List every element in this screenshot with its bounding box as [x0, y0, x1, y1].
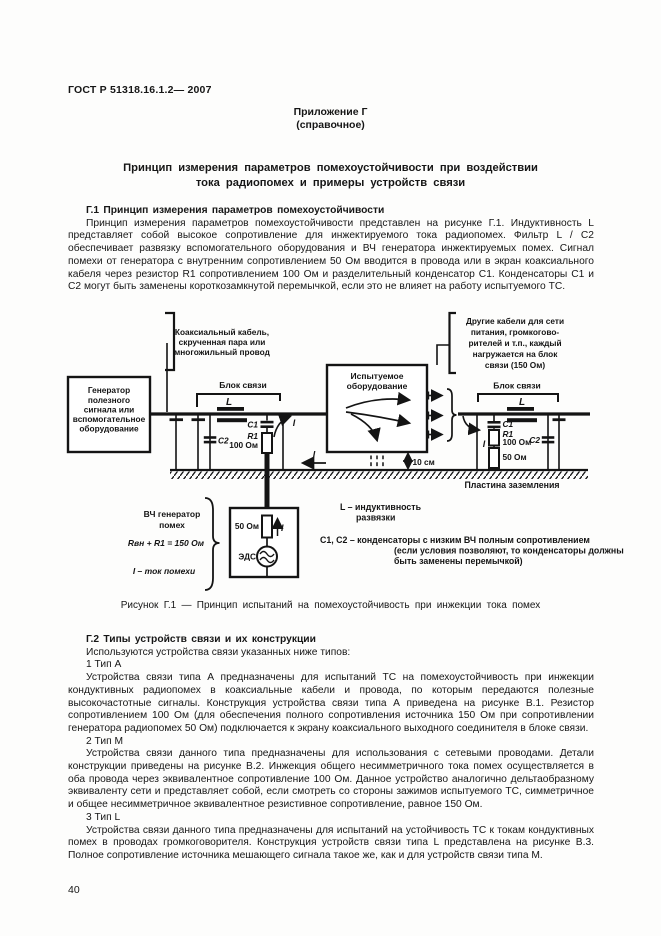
section-g2-heading: Г.2 Типы устройств связи и их конструкци… — [86, 634, 316, 645]
eut-label-1: Испытуемое — [351, 371, 404, 381]
other-cables-callout: Другие кабели для сети питания, громкого… — [436, 311, 564, 375]
hf-generator-box: 50 Ом ЭДС I — [228, 506, 300, 579]
hf-generator-annotation: ВЧ генератор помех Rвн + R1 = 150 Ом I –… — [128, 497, 220, 591]
return-current-label: I — [313, 450, 316, 460]
capacitor-c1-right-label: C1 — [503, 419, 514, 429]
capacitor-c1-left-label: C1 — [247, 420, 258, 430]
generator-label-5: оборудование — [79, 424, 139, 434]
cable-label-1: Коаксиальный кабель, — [175, 327, 269, 337]
other-cables-label-4: нагружается на блок — [473, 349, 559, 359]
ground-plane: Пластина заземления — [170, 468, 588, 490]
ground-plane-label: Пластина заземления — [464, 480, 559, 490]
coupling-right-label: Блок связи — [493, 381, 540, 391]
type-m-label: 2 Тип М — [86, 735, 124, 747]
resistor-r1-right-label: R1 — [503, 429, 514, 439]
coupling-network-left: Блок связи L C2 C1 R1 100 Ом I — [169, 380, 296, 516]
other-cables-label-3: рителей и т.п., каждый — [468, 338, 561, 348]
generator-label-4: вспомогательное — [73, 414, 146, 424]
type-a-label: 1 Тип А — [86, 659, 122, 671]
type-l-label: 3 Тип L — [86, 811, 121, 823]
coupling-left-label: Блок связи — [219, 380, 266, 390]
legend-capacitors-1: С1, С2 – конденсаторы с низким ВЧ полным… — [320, 535, 590, 545]
doc-number: ГОСТ Р 51318.16.1.2— 2007 — [68, 84, 212, 96]
section-g1: Г.1 Принцип измерения параметров помехоу… — [68, 205, 594, 294]
gen-current-label: I — [281, 523, 284, 533]
generator-label-3: сигнала или — [84, 405, 134, 415]
emf-source-label: ЭДС — [238, 552, 256, 562]
height-dimension-label: 10 см — [413, 457, 435, 467]
inductor-right-label: L — [519, 397, 525, 408]
hf-current-label: I – ток помехи — [133, 566, 196, 576]
current-arrow-left-label: I — [293, 418, 296, 428]
section-g2-intro: Используются устройства связи указанных … — [86, 646, 351, 658]
legend-capacitors-3: быть заменены перемычкой) — [394, 556, 523, 566]
capacitor-c2-right-label: C2 — [529, 435, 540, 445]
resistor-50ohm-right-label: 50 Ом — [503, 452, 527, 462]
capacitor-c2-left-label: C2 — [218, 436, 229, 446]
current-arrow-right-label: I — [483, 439, 486, 449]
legend-inductance-1: L – индуктивность — [340, 502, 422, 512]
legend-capacitors-2: (если условия позволяют, то конденсаторы… — [394, 546, 624, 556]
hf-sum-label: Rвн + R1 = 150 Ом — [128, 538, 205, 548]
signal-generator-box: Генератор полезного сигнала или вспомога… — [66, 375, 152, 454]
other-cables-label-2: питания, громкогово- — [471, 327, 560, 337]
eut-exit-arrows — [427, 388, 457, 442]
type-l-paragraph: Устройства связи данного типа предназнач… — [68, 824, 594, 861]
eut-label-2: оборудование — [347, 381, 408, 391]
figure-caption: Рисунок Г.1 — Принцип испытаний на помех… — [120, 600, 541, 611]
cable-label-2: скрученная пара или — [179, 337, 266, 347]
section-g1-heading: Г.1 Принцип измерения параметров помехоу… — [86, 205, 385, 216]
inductor-left-label: L — [226, 397, 232, 408]
section-g2: Г.2 Типы устройств связи и их конструкци… — [68, 634, 594, 863]
hf-generator-label-1: ВЧ генератор — [144, 509, 201, 519]
height-dimension: 10 см — [370, 451, 435, 471]
cable-callout: Коаксиальный кабель, скрученная пара или… — [165, 311, 271, 412]
cable-label-3: многожильный провод — [174, 347, 270, 357]
page-number: 40 — [68, 884, 80, 896]
figure-g1-diagram: Пластина заземления Генератор полезного … — [66, 311, 624, 591]
generator-label-1: Генератор — [88, 385, 130, 395]
coupling-network-right: Блок связи L I C1 R1 100 Ом 50 Ом C2 — [462, 381, 566, 470]
annex-kind: (справочное) — [296, 119, 365, 131]
doc-title-line1: Принцип измерения параметров помехоустой… — [123, 162, 538, 174]
return-current-arrow: I — [300, 450, 326, 470]
figure-legend: L – индуктивность развязки С1, С2 – конд… — [320, 502, 624, 566]
doc-title-line2: тока радиопомех и примеры устройств связ… — [195, 177, 466, 189]
type-m-paragraph: Устройства связи данного типа предназнач… — [68, 748, 594, 811]
generator-label-2: полезного — [88, 395, 130, 405]
resistor-r1-right-value: 100 Ом — [503, 437, 532, 447]
other-cables-label-1: Другие кабели для сети — [466, 316, 564, 326]
section-g1-paragraph: Принцип измерения параметров помехоустой… — [68, 217, 594, 293]
resistor-r1-left-value: 100 Ом — [229, 440, 258, 450]
resistor-50ohm-gen-label: 50 Ом — [235, 521, 259, 531]
legend-inductance-2: развязки — [356, 513, 395, 523]
annex-name: Приложение Г — [293, 106, 368, 118]
hf-generator-label-2: помех — [159, 520, 185, 530]
eut-box: Испытуемое оборудование — [325, 363, 429, 454]
resistor-r1-left-label: R1 — [247, 431, 258, 441]
type-a-paragraph: Устройства связи типа А предназначены дл… — [68, 672, 594, 734]
other-cables-label-5: связи (150 Ом) — [485, 360, 545, 370]
